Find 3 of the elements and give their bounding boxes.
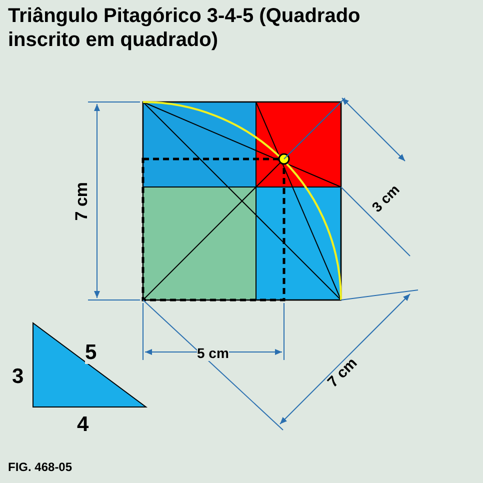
dimension-label: 5 cm <box>197 346 229 361</box>
title: Triângulo Pitagórico 3-4-5 (Quadrado inscrito em quadrado) <box>8 4 362 52</box>
figure-number: FIG. 468-05 <box>8 461 72 474</box>
